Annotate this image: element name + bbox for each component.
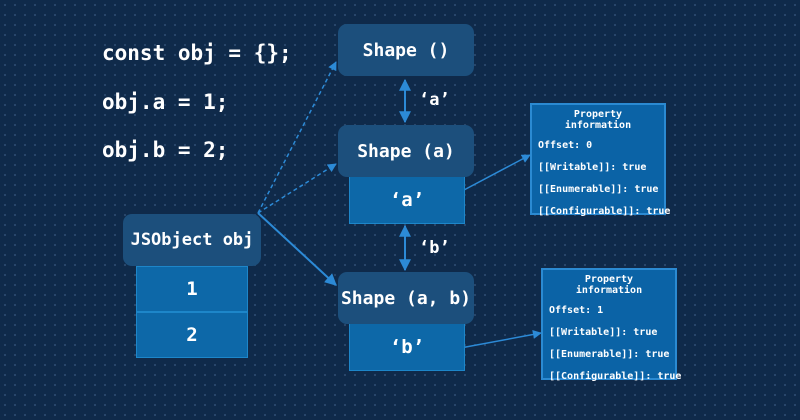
shape-ab-property-cell: ‘b’ — [349, 324, 465, 371]
property-info-configurable: [[Configurable]]: true — [538, 206, 671, 217]
property-info-title: Property information — [575, 274, 643, 296]
jsobject-slot-1: 2 — [136, 312, 248, 358]
code-line-3: obj.b = 2; — [102, 138, 229, 162]
shape-empty-header: Shape () — [338, 24, 474, 76]
property-info-offset: Offset: 1 — [549, 305, 604, 316]
property-info-offset: Offset: 0 — [538, 140, 593, 151]
code-line-1: const obj = {}; — [102, 41, 292, 65]
code-line-2: obj.a = 1; — [102, 90, 229, 114]
property-info-enumerable: [[Enumerable]]: true — [538, 184, 659, 195]
obj-to-shape-a-arrow — [257, 163, 337, 214]
transition-label-a: ‘a’ — [419, 90, 450, 110]
property-info-box-b: Property information Offset: 1 [[Writabl… — [541, 268, 682, 382]
shape-ab-header: Shape (a, b) — [338, 272, 474, 324]
jsobject-header: JSObject obj — [123, 214, 261, 266]
property-info-writable: [[Writable]]: true — [538, 162, 647, 173]
property-info-writable: [[Writable]]: true — [549, 327, 658, 338]
prop-b-to-info-arrow — [454, 330, 542, 350]
jsobject-slot-0: 1 — [136, 266, 248, 312]
obj-to-shape-empty-arrow — [257, 61, 337, 214]
transition-label-b: ‘b’ — [419, 238, 450, 258]
obj-to-shape-ab-arrow — [257, 212, 337, 286]
property-info-enumerable: [[Enumerable]]: true — [549, 349, 670, 360]
property-info-configurable: [[Configurable]]: true — [549, 371, 682, 382]
property-info-title: Property information — [564, 109, 632, 131]
property-info-box-a: Property information Offset: 0 [[Writabl… — [530, 103, 671, 217]
shape-a-property-cell: ‘a’ — [349, 177, 465, 224]
shape-a-header: Shape (a) — [338, 125, 474, 177]
